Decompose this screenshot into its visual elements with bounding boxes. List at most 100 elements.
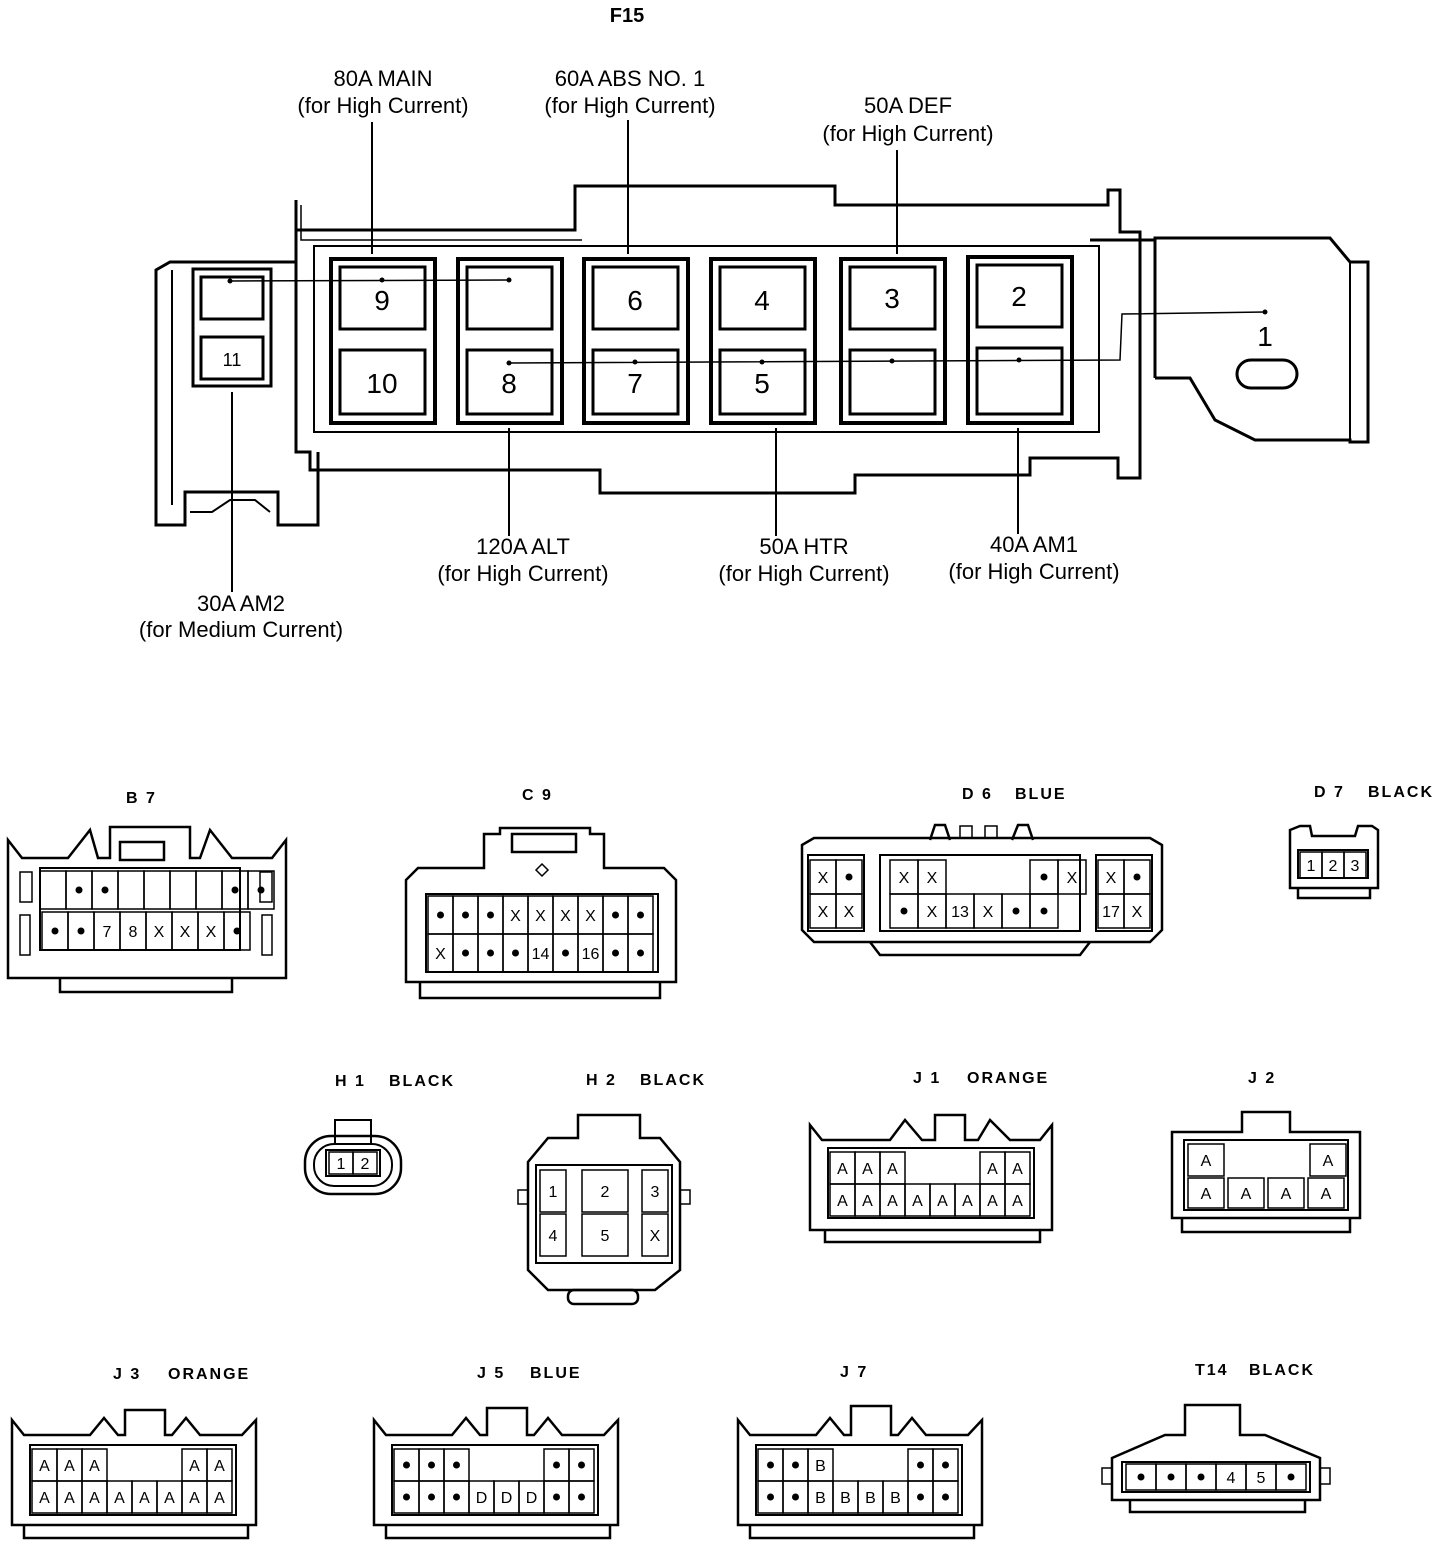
- h1-pin-label: 1: [337, 1156, 346, 1173]
- c9-cell: [627, 933, 654, 973]
- b7-pin-dot: [77, 927, 85, 935]
- slot-1-label: 1: [1257, 321, 1273, 352]
- d6-right-cell: [1123, 893, 1151, 929]
- connector-d6: [800, 823, 1164, 957]
- d6-mid-pin-label: X: [927, 904, 938, 921]
- connector-h1: [303, 1119, 403, 1196]
- label-120a-alt: 120A ALT: [476, 534, 570, 559]
- c9-pin-label: X: [510, 908, 521, 925]
- diagram-title: F15: [610, 5, 644, 27]
- j7-pin-label: B: [815, 1458, 826, 1475]
- j5-cell: [568, 1480, 595, 1514]
- h2-pin-label: 5: [601, 1228, 610, 1245]
- label-80a-main: 80A MAIN: [333, 66, 432, 91]
- d6-right-pin-label: X: [1106, 870, 1117, 887]
- j1-pin-label: A: [887, 1161, 898, 1178]
- h2-cell: [581, 1169, 629, 1213]
- j1-pin-label: A: [837, 1193, 848, 1210]
- j3-pin-label: A: [39, 1490, 50, 1507]
- j5-pin-dot: [578, 1493, 585, 1501]
- j2-pin-label: A: [1321, 1186, 1332, 1203]
- b7-pin-dot: [231, 886, 239, 894]
- j2-cell: [1187, 1177, 1225, 1209]
- caption-j5-color: BLUE: [530, 1365, 582, 1382]
- j7-pin-dot: [942, 1493, 949, 1501]
- connector-j5: [372, 1406, 620, 1540]
- j2-pin-label: A: [1241, 1186, 1252, 1203]
- slot-11-label: 11: [223, 350, 242, 370]
- b7-pin-label: 7: [103, 924, 112, 941]
- caption-d7-color: BLACK: [1368, 784, 1434, 801]
- slot-4-label: 4: [754, 285, 770, 316]
- b7-pin-label: 8: [129, 924, 138, 941]
- b7-cell: [195, 870, 223, 910]
- j2-cell: [1227, 1177, 1265, 1209]
- c9-pin-dot: [487, 949, 494, 957]
- label-120a-alt-type: (for High Current): [437, 561, 608, 586]
- caption-d6-color: BLUE: [1015, 786, 1067, 803]
- label-40a-am1: 40A AM1: [990, 532, 1078, 557]
- j7-cell: [932, 1480, 959, 1514]
- b7-cell: [247, 870, 275, 910]
- label-50a-def-type: (for High Current): [822, 121, 993, 146]
- h2-pin-label: X: [650, 1228, 661, 1245]
- c9-pin-dot: [512, 949, 519, 957]
- j7-pin-label: B: [815, 1490, 826, 1507]
- b7-cell: [117, 870, 145, 910]
- j1-pin-label: A: [987, 1193, 998, 1210]
- b7-pin-label: X: [154, 924, 165, 941]
- d6-left-pin-label: X: [818, 870, 829, 887]
- b7-cell: [39, 870, 67, 910]
- b7-cell: [223, 911, 251, 951]
- j2-pin-label: A: [1281, 1186, 1292, 1203]
- connector-captions: B 7 C 9 D 6 BLUE D 7 BLACK H 1 BLACK H 2…: [113, 784, 1434, 1383]
- j7-pin-dot: [917, 1493, 924, 1501]
- label-30a-am2: 30A AM2: [197, 591, 285, 616]
- j5-pin-label: D: [476, 1490, 488, 1507]
- d6-right-pin-label: X: [1132, 904, 1143, 921]
- b7-pin-dot: [51, 927, 59, 935]
- j7-pin-dot: [792, 1493, 799, 1501]
- j3-pin-label: A: [39, 1458, 50, 1475]
- h2-pin-label: 1: [549, 1184, 558, 1201]
- j5-pin-dot: [453, 1493, 460, 1501]
- h2-pin-label: 2: [601, 1184, 610, 1201]
- j1-pin-label: A: [912, 1193, 923, 1210]
- c9-pin-dot: [637, 911, 644, 919]
- j3-pin-label: A: [189, 1490, 200, 1507]
- caption-j1-color: ORANGE: [967, 1070, 1049, 1087]
- d6-right-pin-label: 17: [1102, 904, 1120, 921]
- j3-pin-label: A: [64, 1490, 75, 1507]
- j3-pin-label: A: [139, 1490, 150, 1507]
- j5-pin-dot: [553, 1493, 560, 1501]
- caption-d7: D 7: [1314, 784, 1345, 801]
- fuse-block-f15: [154, 184, 1370, 527]
- j3-pin-label: A: [89, 1458, 100, 1475]
- d6-mid-cell: [1057, 859, 1087, 895]
- t14-cell: [1275, 1463, 1307, 1491]
- j7-pin-dot: [767, 1493, 774, 1501]
- j5-pin-label: D: [526, 1490, 538, 1507]
- t14-pin-dot: [1197, 1473, 1205, 1481]
- j3-pin-label: A: [89, 1490, 100, 1507]
- j7-pin-label: B: [890, 1490, 901, 1507]
- j1-pin-label: A: [1012, 1161, 1023, 1178]
- c9-pin-dot: [612, 911, 619, 919]
- c9-pin-label: X: [435, 946, 446, 963]
- j5-pin-dot: [403, 1461, 410, 1469]
- d6-left-pin-label: X: [818, 904, 829, 921]
- c9-pin-dot: [437, 911, 444, 919]
- caption-j3-color: ORANGE: [168, 1366, 250, 1383]
- d6-left-pin-dot: [845, 873, 853, 881]
- j5-pin-dot: [453, 1461, 460, 1469]
- slot-3-label: 3: [884, 283, 900, 314]
- caption-j2: J 2: [1248, 1070, 1276, 1087]
- j1-pin-label: A: [962, 1193, 973, 1210]
- d6-left-cell: [835, 893, 863, 929]
- slot-10-label: 10: [366, 368, 397, 399]
- j7-pin-dot: [942, 1461, 949, 1469]
- connector-t14: [1101, 1403, 1331, 1514]
- caption-h2-color: BLACK: [640, 1072, 706, 1089]
- d6-mid-pin-label: X: [899, 870, 910, 887]
- j1-pin-label: A: [862, 1161, 873, 1178]
